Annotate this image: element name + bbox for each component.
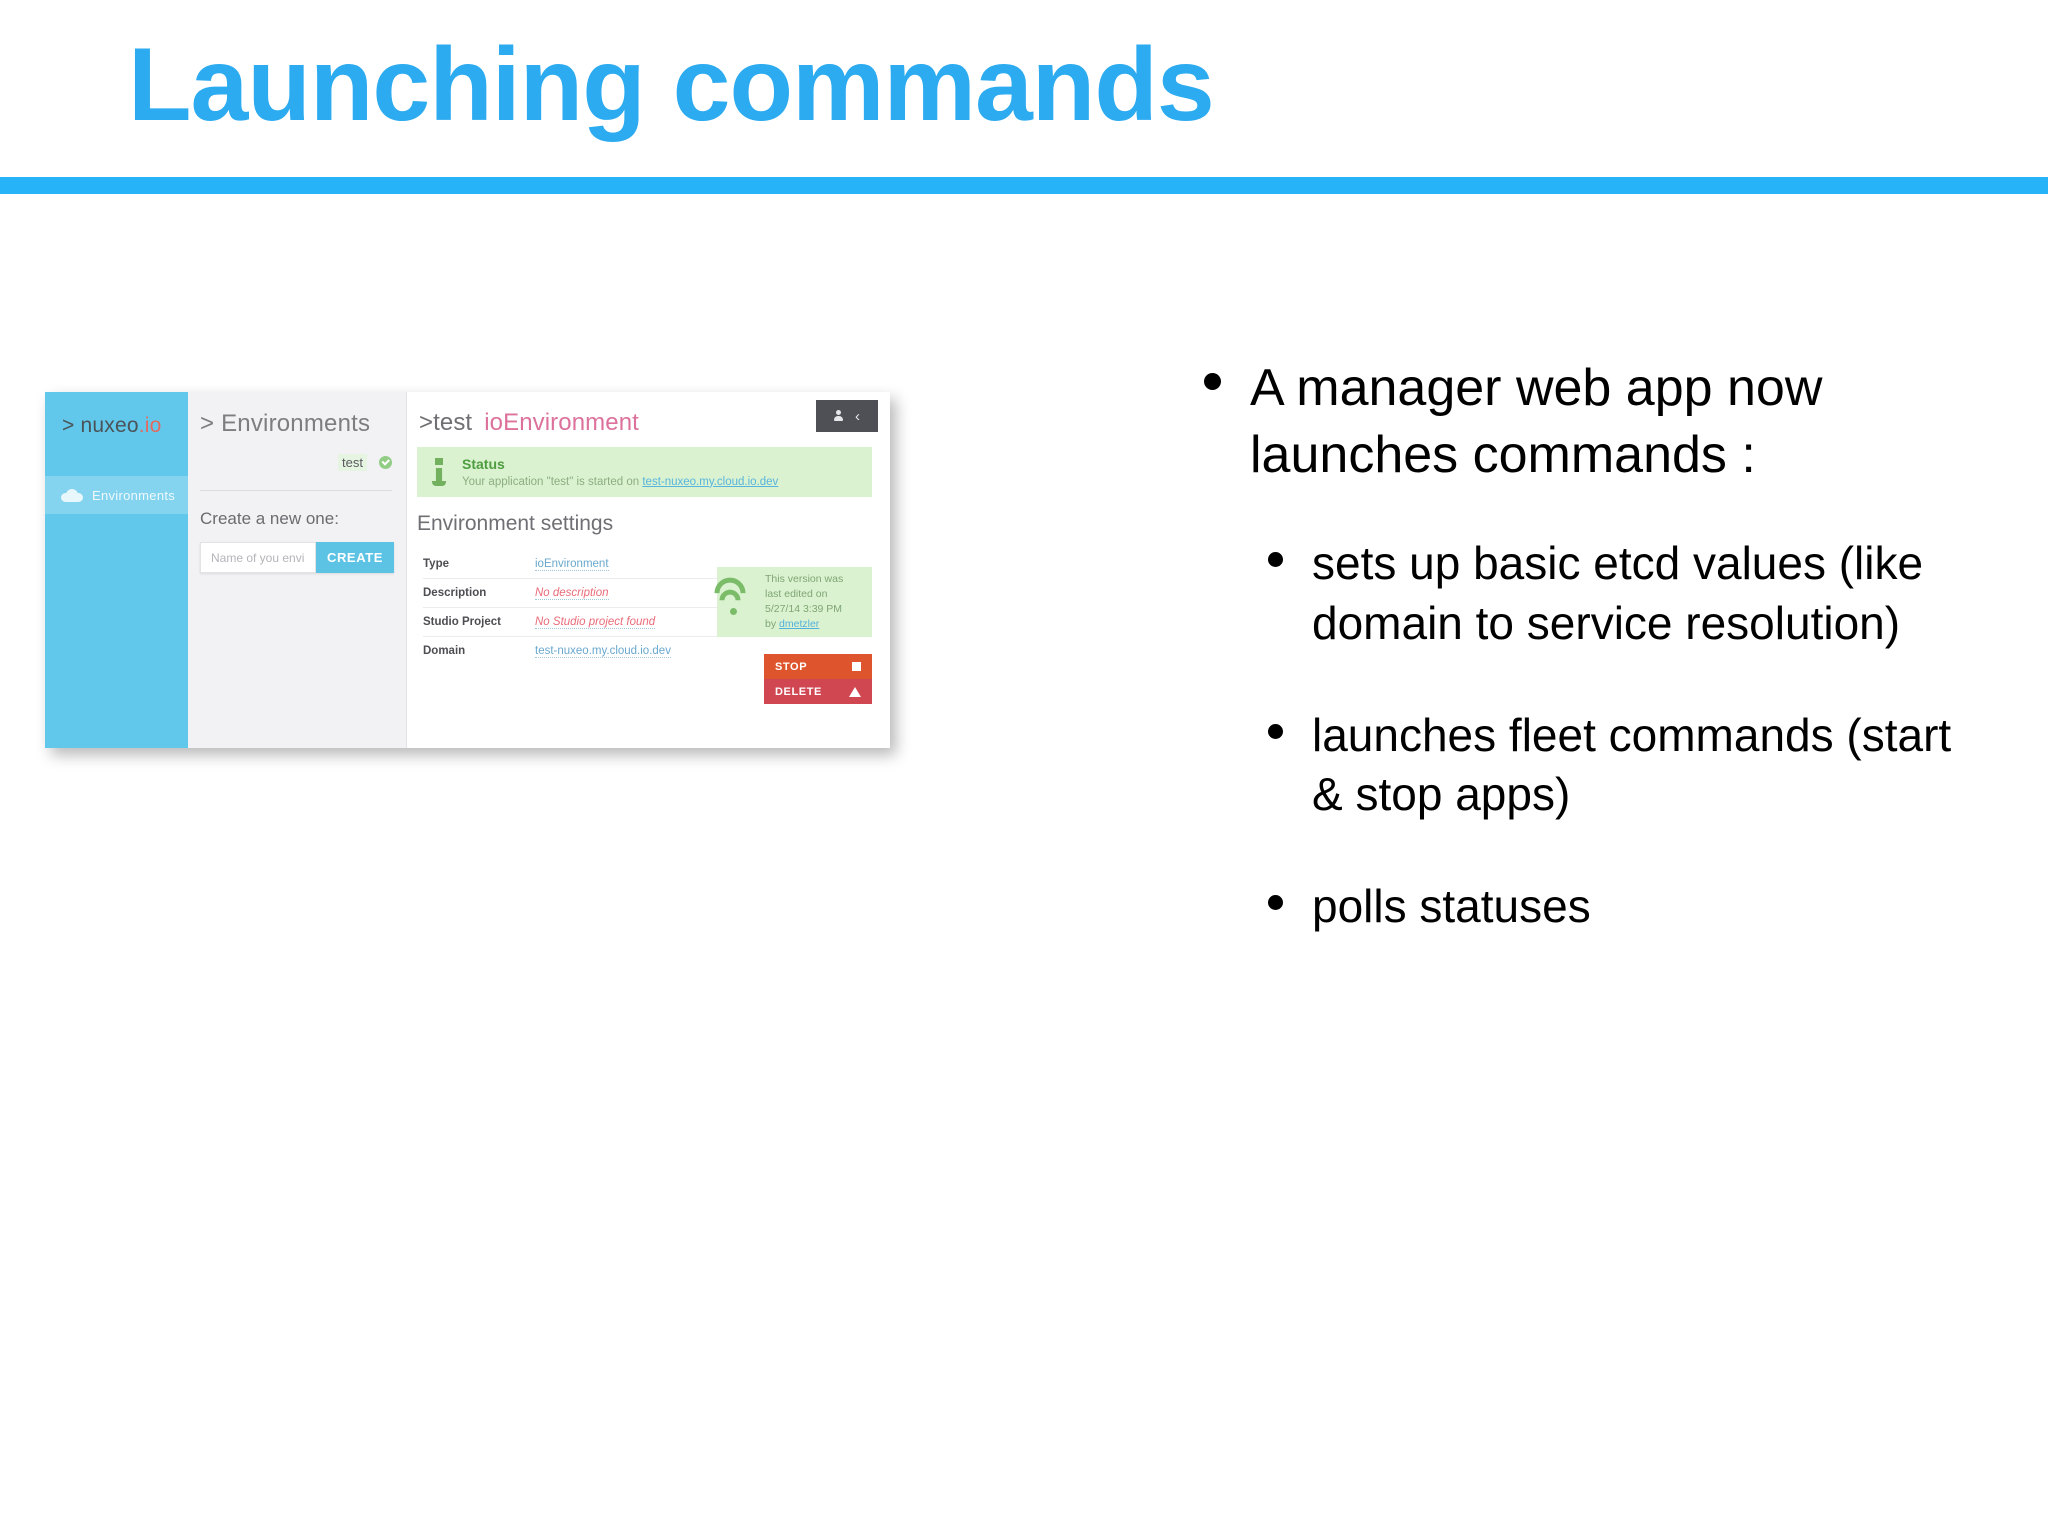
chevron-left-icon: ‹	[855, 407, 860, 425]
column-divider	[200, 490, 392, 491]
environment-name: test	[338, 454, 367, 471]
create-label: Create a new one:	[200, 509, 339, 528]
page-title: Launching commands	[128, 27, 1215, 143]
breadcrumb-title: ioEnvironment	[484, 409, 639, 436]
delete-button[interactable]: DELETE	[764, 679, 872, 704]
settings-title: Environment settings	[417, 512, 614, 535]
sidebar-item-environments[interactable]: Environments	[45, 476, 199, 514]
bullet-dot-icon	[1268, 895, 1283, 911]
bullet-sub-text: sets up basic etcd values (like domain t…	[1312, 537, 1924, 649]
logo-suffix: .io	[138, 414, 162, 437]
version-text: This version was last edited on 5/27/14 …	[765, 572, 843, 632]
status-link[interactable]: test-nuxeo.my.cloud.io.dev	[642, 475, 779, 488]
table-row: Studio Project No Studio project found	[423, 608, 723, 637]
version-line-3: 5/27/14 3:39 PM	[765, 603, 843, 615]
version-author-link[interactable]: dmetzler	[779, 617, 820, 630]
table-row: Description No description	[423, 579, 723, 608]
info-icon	[431, 458, 448, 486]
app-sidebar: > nuxeo.io Environments	[45, 392, 199, 748]
bullet-primary-text: A manager web app now launches commands …	[1250, 359, 1823, 484]
version-line-2: last edited on	[765, 588, 828, 601]
list-item: polls statuses	[1190, 877, 1990, 937]
status-banner: Status Your application "test" is starte…	[417, 447, 872, 497]
environment-name-input[interactable]: Name of you envi	[200, 542, 316, 573]
row-key: Description	[423, 587, 487, 599]
version-line-4: by dmetzler	[765, 617, 843, 632]
app-main-panel: >test ioEnvironment ‹ Status Your applica…	[407, 392, 890, 748]
row-value[interactable]: No Studio project found	[535, 615, 656, 629]
rss-icon	[708, 571, 757, 616]
version-info-box: This version was last edited on 5/27/14 …	[708, 567, 872, 637]
row-key: Domain	[423, 645, 466, 657]
check-circle-icon	[379, 456, 392, 469]
create-environment-form: Name of you envi CREATE	[200, 542, 394, 573]
settings-table: Type ioEnvironment Description No descri…	[423, 550, 723, 665]
version-by-label: by	[765, 617, 780, 630]
stop-label: STOP	[775, 660, 808, 673]
status-title: Status	[462, 455, 505, 472]
status-text-group: Status Your application "test" is starte…	[462, 454, 778, 491]
status-message-prefix: Your application "test" is started on	[462, 475, 643, 488]
action-buttons: STOP DELETE	[764, 654, 872, 704]
row-key: Type	[423, 558, 449, 570]
environment-breadcrumb: >test ioEnvironment	[419, 409, 639, 437]
bullet-sub-text: launches fleet commands (start & stop ap…	[1312, 708, 1952, 821]
square-icon	[852, 662, 861, 671]
bullet-dot-icon	[1268, 552, 1283, 568]
warning-icon	[849, 686, 861, 697]
delete-label: DELETE	[775, 685, 822, 698]
row-value[interactable]: No description	[535, 586, 609, 600]
environment-list-item[interactable]: test	[338, 454, 392, 471]
bullet-primary: A manager web app now launches commands …	[1190, 355, 1990, 488]
row-key: Studio Project	[423, 616, 501, 628]
status-message: Your application "test" is started on te…	[462, 474, 778, 491]
app-environments-column: > Environments test Create a new one: Na…	[188, 392, 407, 748]
environments-header: > Environments	[200, 410, 371, 437]
bullet-list: A manager web app now launches commands …	[1190, 355, 1990, 937]
bullet-dot-icon	[1204, 373, 1221, 390]
list-item: sets up basic etcd values (like domain t…	[1190, 534, 1990, 654]
row-value[interactable]: ioEnvironment	[535, 557, 609, 571]
sidebar-item-label: Environments	[92, 487, 176, 503]
bullet-sub-list: sets up basic etcd values (like domain t…	[1190, 534, 1990, 937]
cloud-icon	[61, 488, 83, 502]
create-button[interactable]: CREATE	[316, 542, 394, 573]
breadcrumb-prefix: >test	[419, 409, 473, 436]
logo-prefix: > nuxeo	[62, 414, 139, 437]
bullet-dot-icon	[1268, 723, 1283, 739]
stop-button[interactable]: STOP	[764, 654, 872, 679]
title-divider	[0, 177, 2048, 194]
table-row: Domain test-nuxeo.my.cloud.io.dev	[423, 637, 723, 665]
bullet-sub-text: polls statuses	[1312, 880, 1591, 933]
version-line-1: This version was	[765, 573, 844, 586]
row-value[interactable]: test-nuxeo.my.cloud.io.dev	[535, 644, 671, 658]
app-logo: > nuxeo.io	[62, 414, 162, 438]
user-menu-button[interactable]: ‹	[816, 400, 878, 432]
list-item: launches fleet commands (start & stop ap…	[1190, 706, 1990, 826]
app-screenshot: > nuxeo.io Environments > Environments t…	[45, 392, 890, 748]
table-row: Type ioEnvironment	[423, 550, 723, 579]
person-icon	[834, 410, 843, 422]
